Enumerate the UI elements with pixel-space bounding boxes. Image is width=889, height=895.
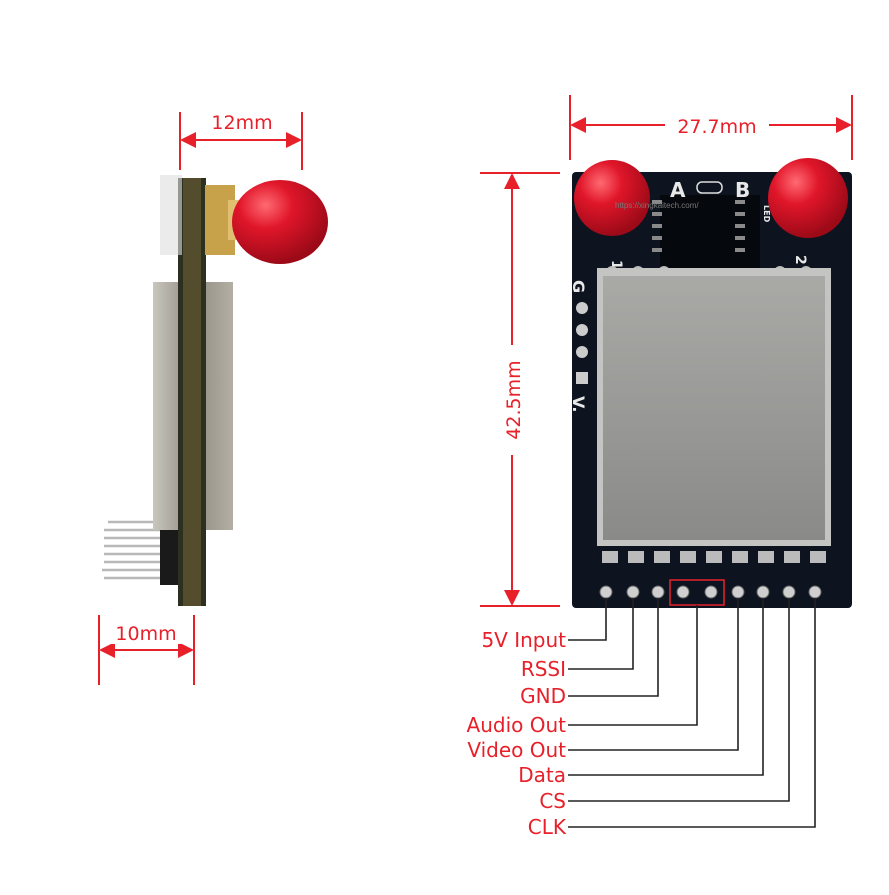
side-view [102, 175, 328, 606]
pin-label-cs: CS [539, 789, 566, 813]
pin-label-5v-input: 5V Input [481, 628, 566, 652]
dimension-label-27-7mm: 27.7mm [677, 116, 756, 138]
header-pins [102, 520, 178, 585]
pin-label-rssi: RSSI [521, 657, 566, 681]
silk-led: LED [762, 205, 771, 223]
dimension-label-42-5mm: 42.5mm [503, 360, 525, 439]
dimension-label-10mm: 10mm [115, 623, 176, 645]
antenna-cap-2 [768, 158, 848, 238]
dimension-12mm: 12mm [179, 108, 303, 170]
silk-b: B [735, 178, 750, 202]
pin-labels: 5V Input RSSI GND Audio Out Video Out Da… [467, 628, 567, 839]
silk-g: G [569, 280, 588, 293]
pin-leader-lines [568, 598, 816, 828]
silk-ant2: 2 [792, 255, 808, 265]
side-antenna-cap [232, 180, 328, 264]
output-pins [599, 585, 822, 599]
dimension-label-12mm: 12mm [211, 112, 272, 134]
top-view: A B LED 1 2 https://xingkaitech.com/ G V… [569, 158, 852, 608]
dimension-27-7mm: 27.7mm [569, 95, 853, 160]
pin-label-clk: CLK [528, 815, 567, 839]
watermark: https://xingkaitech.com/ [615, 201, 699, 210]
silk-v: V. [569, 396, 588, 412]
pin-label-video-out: Video Out [467, 738, 566, 762]
pin-label-data: Data [518, 763, 566, 787]
silk-a: A [670, 178, 686, 202]
pin-label-audio-out: Audio Out [467, 713, 567, 737]
dimension-42-5mm: 42.5mm [480, 172, 560, 607]
silk-ant1: 1 [608, 260, 624, 270]
antenna-cap-1 [574, 160, 650, 236]
pin-label-gnd: GND [520, 684, 566, 708]
dimension-10mm: 10mm [98, 615, 195, 685]
